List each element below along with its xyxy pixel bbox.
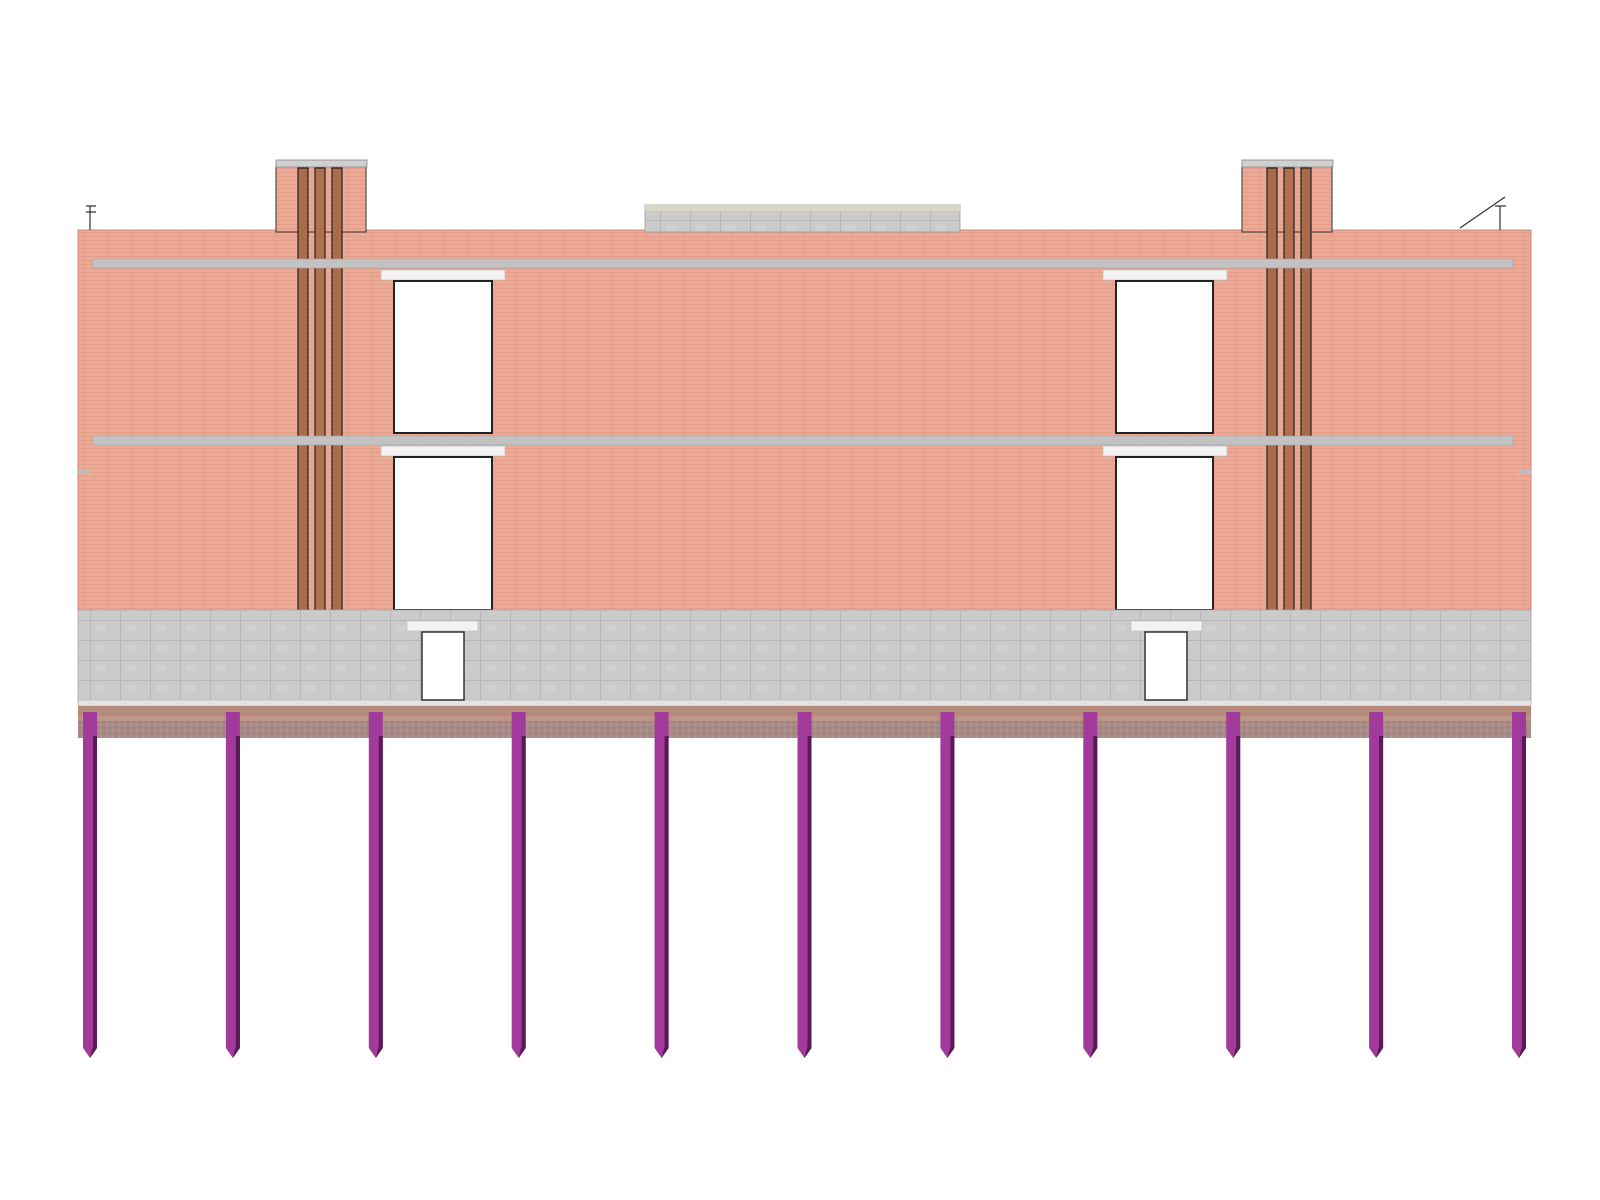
floor-slab-bands	[78, 258, 1531, 474]
window-right-lower	[1102, 445, 1228, 611]
facade-wall	[77, 229, 1532, 611]
basement-openings	[406, 620, 1203, 701]
antenna-icon-right	[1459, 196, 1506, 230]
pile-11	[1512, 712, 1526, 1058]
window-right-upper	[1102, 269, 1228, 434]
pile-8	[1083, 712, 1098, 1058]
window-left-lower	[380, 445, 506, 611]
antenna-icon-left	[86, 205, 96, 230]
pile-6	[797, 712, 812, 1058]
pile-7	[940, 712, 955, 1058]
basement-opening-left	[406, 620, 479, 701]
flue-channels-right	[1266, 167, 1312, 639]
flue-channels-left	[297, 167, 343, 639]
pile-1	[83, 712, 97, 1058]
roof-hatch	[644, 204, 961, 233]
basement-wall	[77, 609, 1532, 707]
chimney-stack-left	[275, 159, 368, 639]
pile-2	[225, 712, 240, 1058]
pile-3	[368, 712, 383, 1058]
pile-10	[1369, 712, 1384, 1058]
window-openings	[380, 269, 1228, 611]
basement-opening-right	[1130, 620, 1203, 701]
pile-4	[511, 712, 526, 1058]
pile-5	[654, 712, 669, 1058]
window-left-upper	[380, 269, 506, 434]
pile-foundation	[83, 712, 1526, 1058]
pile-9	[1226, 712, 1241, 1058]
